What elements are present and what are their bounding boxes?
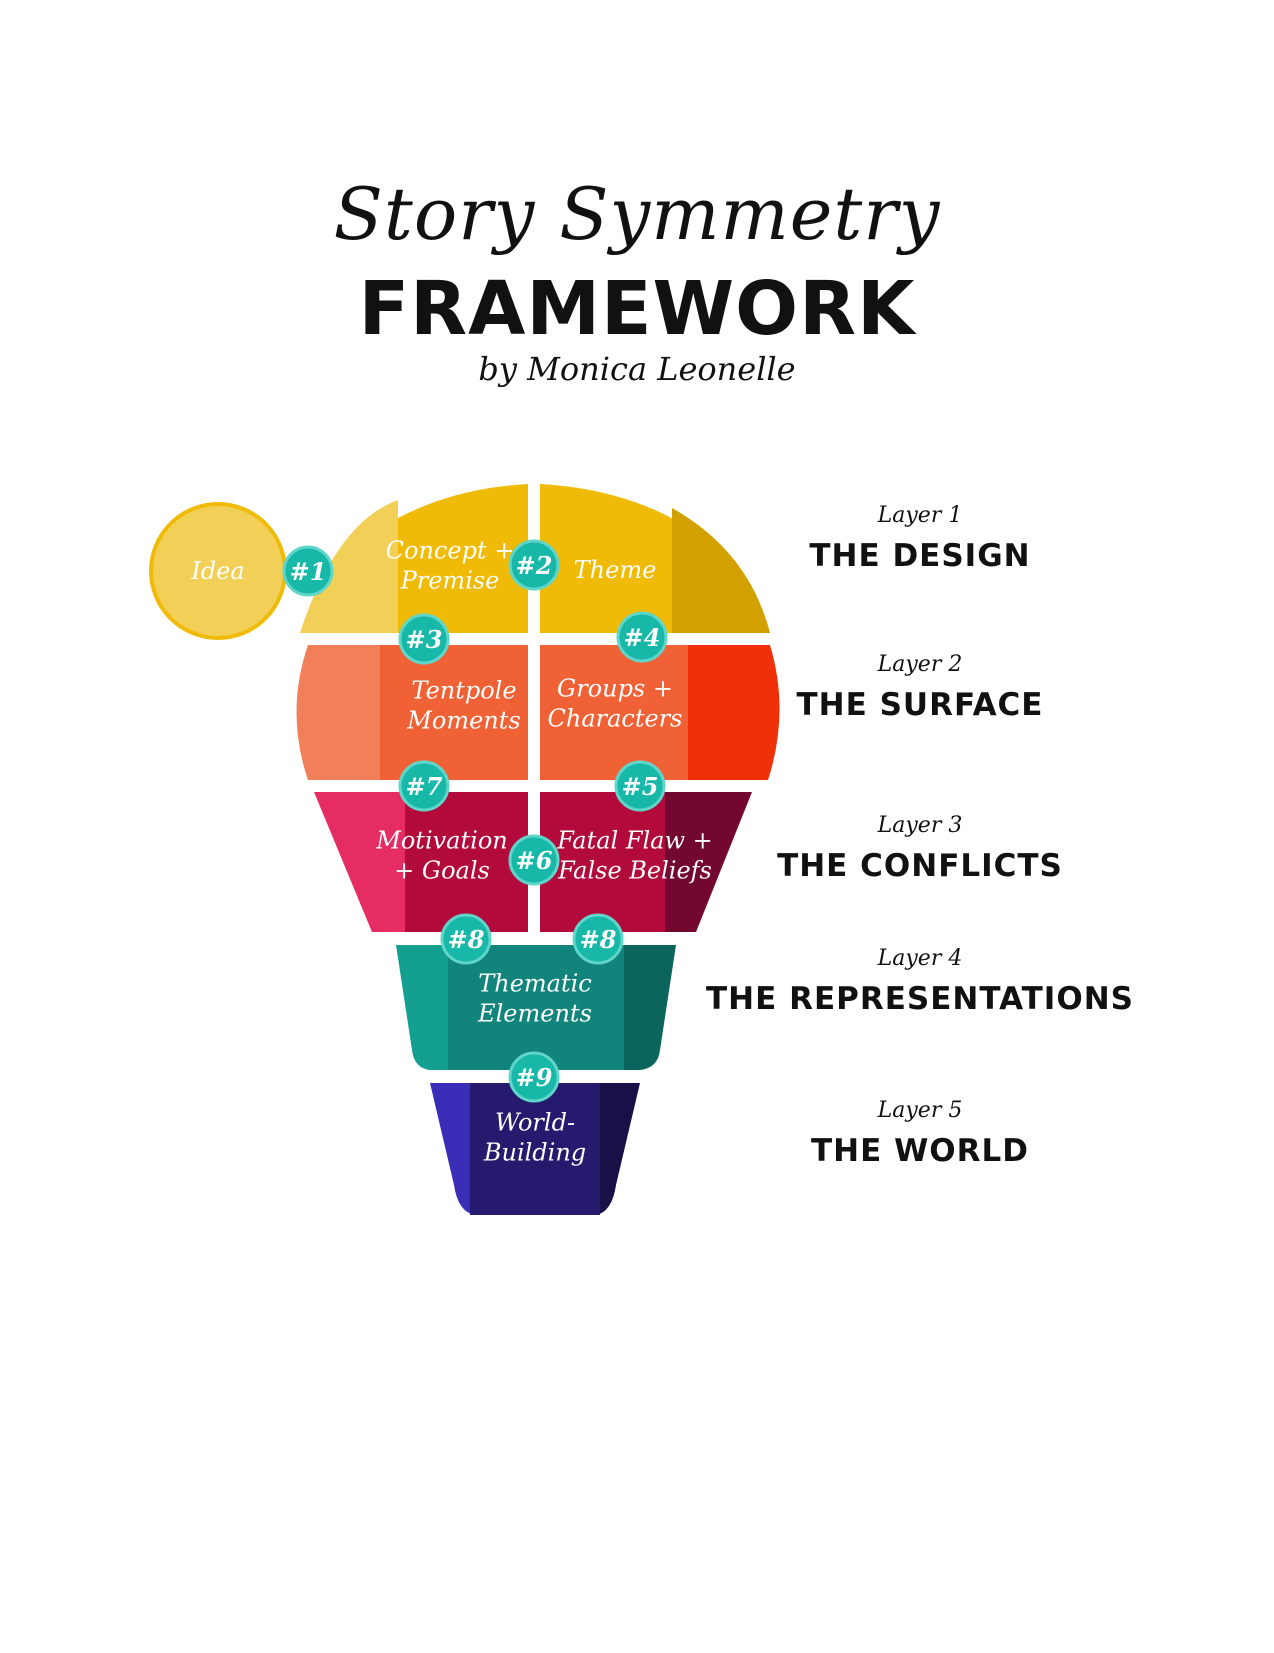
layer-1: Layer 1 THE DESIGN: [670, 503, 1170, 574]
layer-2-name: THE SURFACE: [796, 687, 1044, 723]
badge-1-label: #1: [290, 557, 327, 586]
theme-label: Theme: [574, 556, 657, 584]
thematic-segment: [448, 945, 624, 1070]
concept-label: Concept +Premise: [386, 536, 515, 594]
flaw-segment: [540, 792, 665, 932]
theme-segment-dark: [672, 508, 770, 633]
segment-label-line: Characters: [548, 704, 683, 732]
groups-label: Groups +Characters: [548, 674, 683, 732]
badge-3-label: #3: [406, 625, 443, 654]
thematic-segment-light: [396, 945, 448, 1070]
segment-label-line: Premise: [400, 566, 500, 594]
title-main: FRAMEWORK: [358, 266, 916, 352]
badge-2: #2: [508, 539, 560, 591]
badge-8b: #8: [572, 913, 624, 965]
layer-3-name: THE CONFLICTS: [777, 848, 1063, 884]
tentpole-segment-light: [296, 645, 380, 780]
idea-label: Idea: [190, 557, 244, 585]
layer1-segments: [300, 484, 770, 633]
badge-8a: #8: [440, 913, 492, 965]
badge-9: #9: [508, 1051, 560, 1103]
flaw-label: Fatal Flaw +False Beliefs: [556, 826, 713, 884]
badge-3: #3: [398, 613, 450, 665]
badge-4: #4: [616, 611, 668, 663]
layer-1-name: THE DESIGN: [809, 538, 1031, 574]
segment-label-line: Concept +: [386, 536, 515, 564]
groups-segment-dark: [688, 645, 780, 780]
segment-label-line: Elements: [477, 999, 592, 1027]
layer-3: Layer 3 THE CONFLICTS: [670, 813, 1170, 884]
segment-label-line: Motivation: [375, 826, 507, 854]
badge-7: #7: [398, 760, 450, 812]
badge-7-label: #7: [406, 772, 443, 801]
layer-5: Layer 5 THE WORLD: [670, 1098, 1170, 1169]
title-script: Story Symmetry: [333, 172, 941, 256]
layer2-segments: [296, 645, 780, 780]
thematic-segment-dark: [624, 945, 676, 1070]
badge-5-label: #5: [622, 772, 659, 801]
segment-label-line: Groups +: [557, 674, 673, 702]
layer-3-number: Layer 3: [877, 813, 963, 838]
segment-label-line: False Beliefs: [557, 856, 712, 884]
tentpole-segment: [380, 645, 528, 780]
badge-2-label: #2: [516, 551, 553, 580]
segment-label-line: + Goals: [394, 856, 490, 884]
badge-9-label: #9: [516, 1063, 553, 1092]
layer-4-name: THE REPRESENTATIONS: [706, 981, 1134, 1017]
badge-6: #6: [508, 834, 560, 886]
concept-segment-light: [300, 500, 398, 633]
world-segment-light: [430, 1083, 475, 1215]
layer-2-number: Layer 2: [877, 652, 963, 677]
layer-4: Layer 4 THE REPRESENTATIONS: [670, 946, 1170, 1017]
layer-2: Layer 2 THE SURFACE: [670, 652, 1170, 723]
segment-label-line: World-: [495, 1108, 575, 1136]
motivation-segment-light: [314, 792, 405, 932]
world-label: World-Building: [483, 1108, 586, 1166]
badge-8a-label: #8: [448, 925, 485, 954]
layer4-segments: [396, 945, 676, 1070]
layer-4-number: Layer 4: [877, 946, 963, 971]
layer5-segments: [430, 1083, 640, 1215]
segment-label-line: Moments: [406, 706, 520, 734]
segment-label-line: Tentpole: [411, 676, 516, 704]
layer-5-name: THE WORLD: [811, 1133, 1029, 1169]
segment-label-line: Thematic: [478, 969, 592, 997]
segment-label-line: Theme: [574, 556, 657, 584]
groups-segment: [540, 645, 688, 780]
motivation-label: Motivation+ Goals: [375, 826, 507, 884]
badge-5: #5: [614, 760, 666, 812]
badge-8b-label: #8: [580, 925, 617, 954]
badge-1: #1: [282, 545, 334, 597]
flaw-segment-dark: [665, 792, 752, 932]
layer3-segments: [314, 792, 752, 932]
layer-5-number: Layer 5: [877, 1098, 963, 1123]
segment-label-line: Fatal Flaw +: [556, 826, 713, 854]
badge-4-label: #4: [624, 623, 661, 652]
world-segment: [470, 1083, 600, 1215]
segment-label-line: Idea: [190, 557, 244, 585]
byline: by Monica Leonelle: [478, 350, 796, 388]
layer-1-number: Layer 1: [877, 503, 963, 528]
world-segment-dark: [596, 1083, 640, 1215]
motivation-segment: [405, 792, 528, 932]
badge-6-label: #6: [516, 846, 553, 875]
segment-label-line: Building: [483, 1138, 586, 1166]
